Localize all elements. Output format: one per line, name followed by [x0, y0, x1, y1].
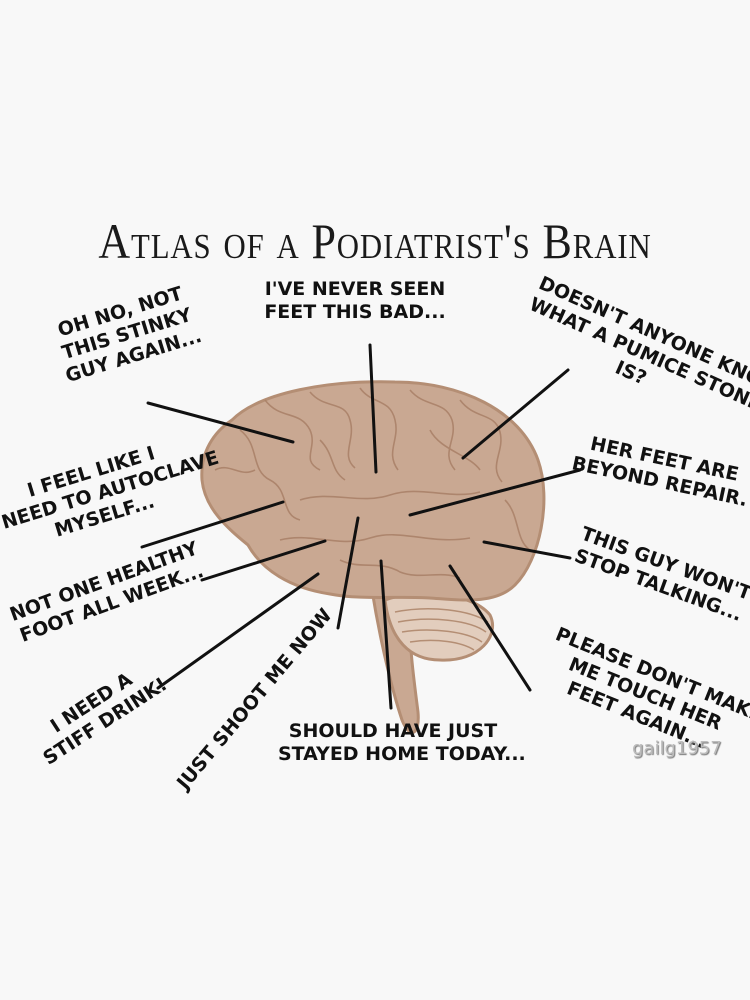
gyri	[214, 387, 531, 579]
watermark: gailg1957	[632, 738, 722, 759]
cerebrum	[200, 380, 546, 602]
pointer-lines	[140, 343, 582, 710]
label-never-seen-feet: I've never seen feet this bad...	[264, 278, 446, 323]
cerebellum-folds	[394, 608, 489, 651]
label-stayed-home: Should have just stayed home today...	[278, 720, 526, 765]
page-title: Atlas of a Podiatrist's Brain	[98, 213, 652, 269]
